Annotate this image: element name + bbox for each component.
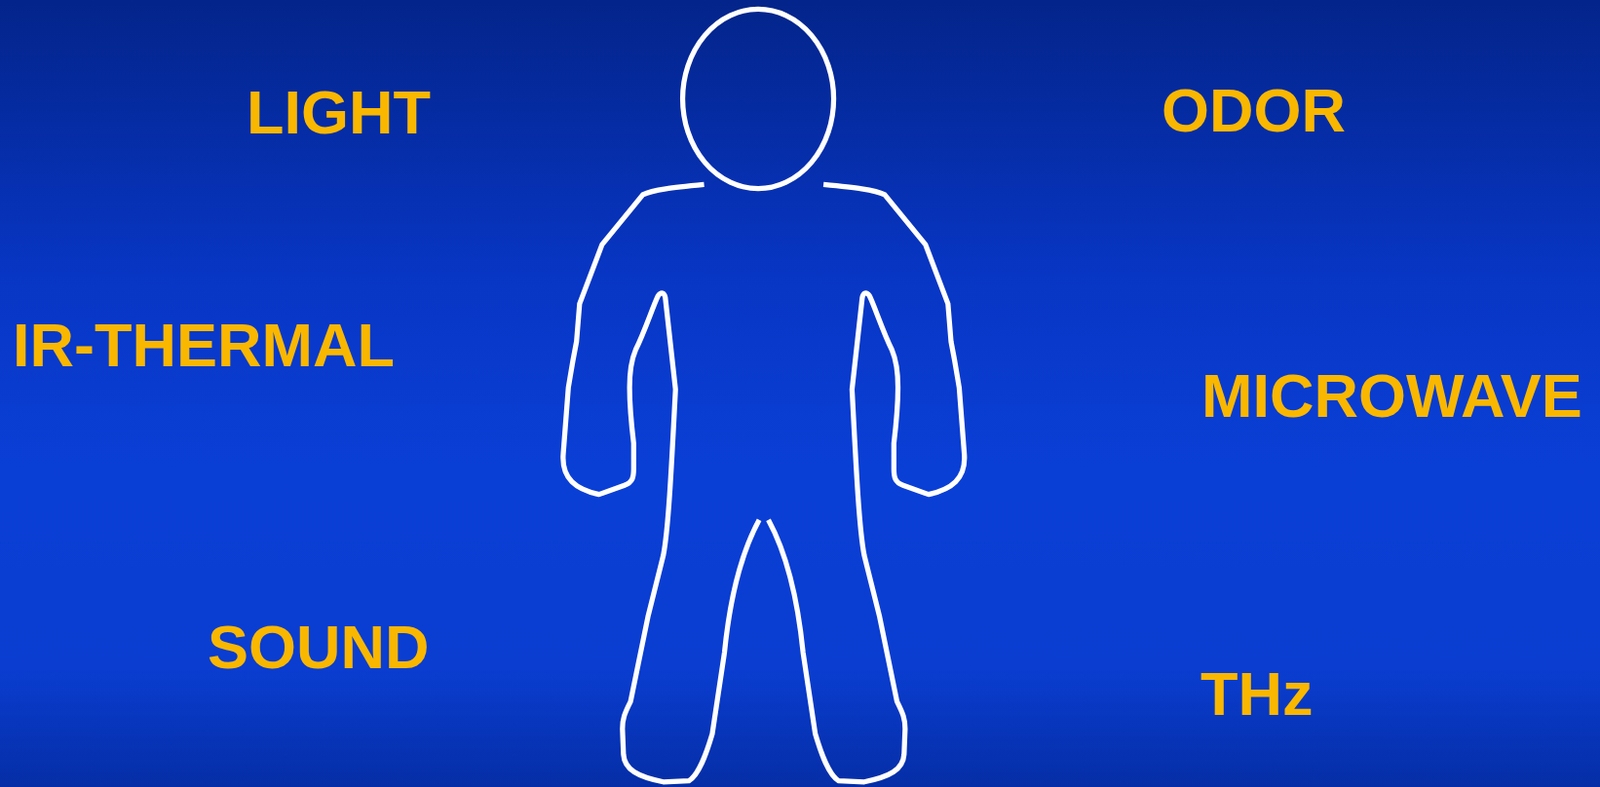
- signal-label: MICROWAVE: [1201, 365, 1583, 427]
- body-outline-right: [768, 184, 965, 782]
- body-outline-left: [563, 184, 760, 782]
- head-outline: [683, 8, 835, 189]
- signal-label: LIGHT: [246, 81, 431, 144]
- signal-label: ODOR: [1161, 79, 1346, 142]
- signal-label: IR-THERMAL: [12, 314, 395, 377]
- signal-label: THz: [1200, 663, 1313, 725]
- signal-label: SOUND: [207, 616, 430, 679]
